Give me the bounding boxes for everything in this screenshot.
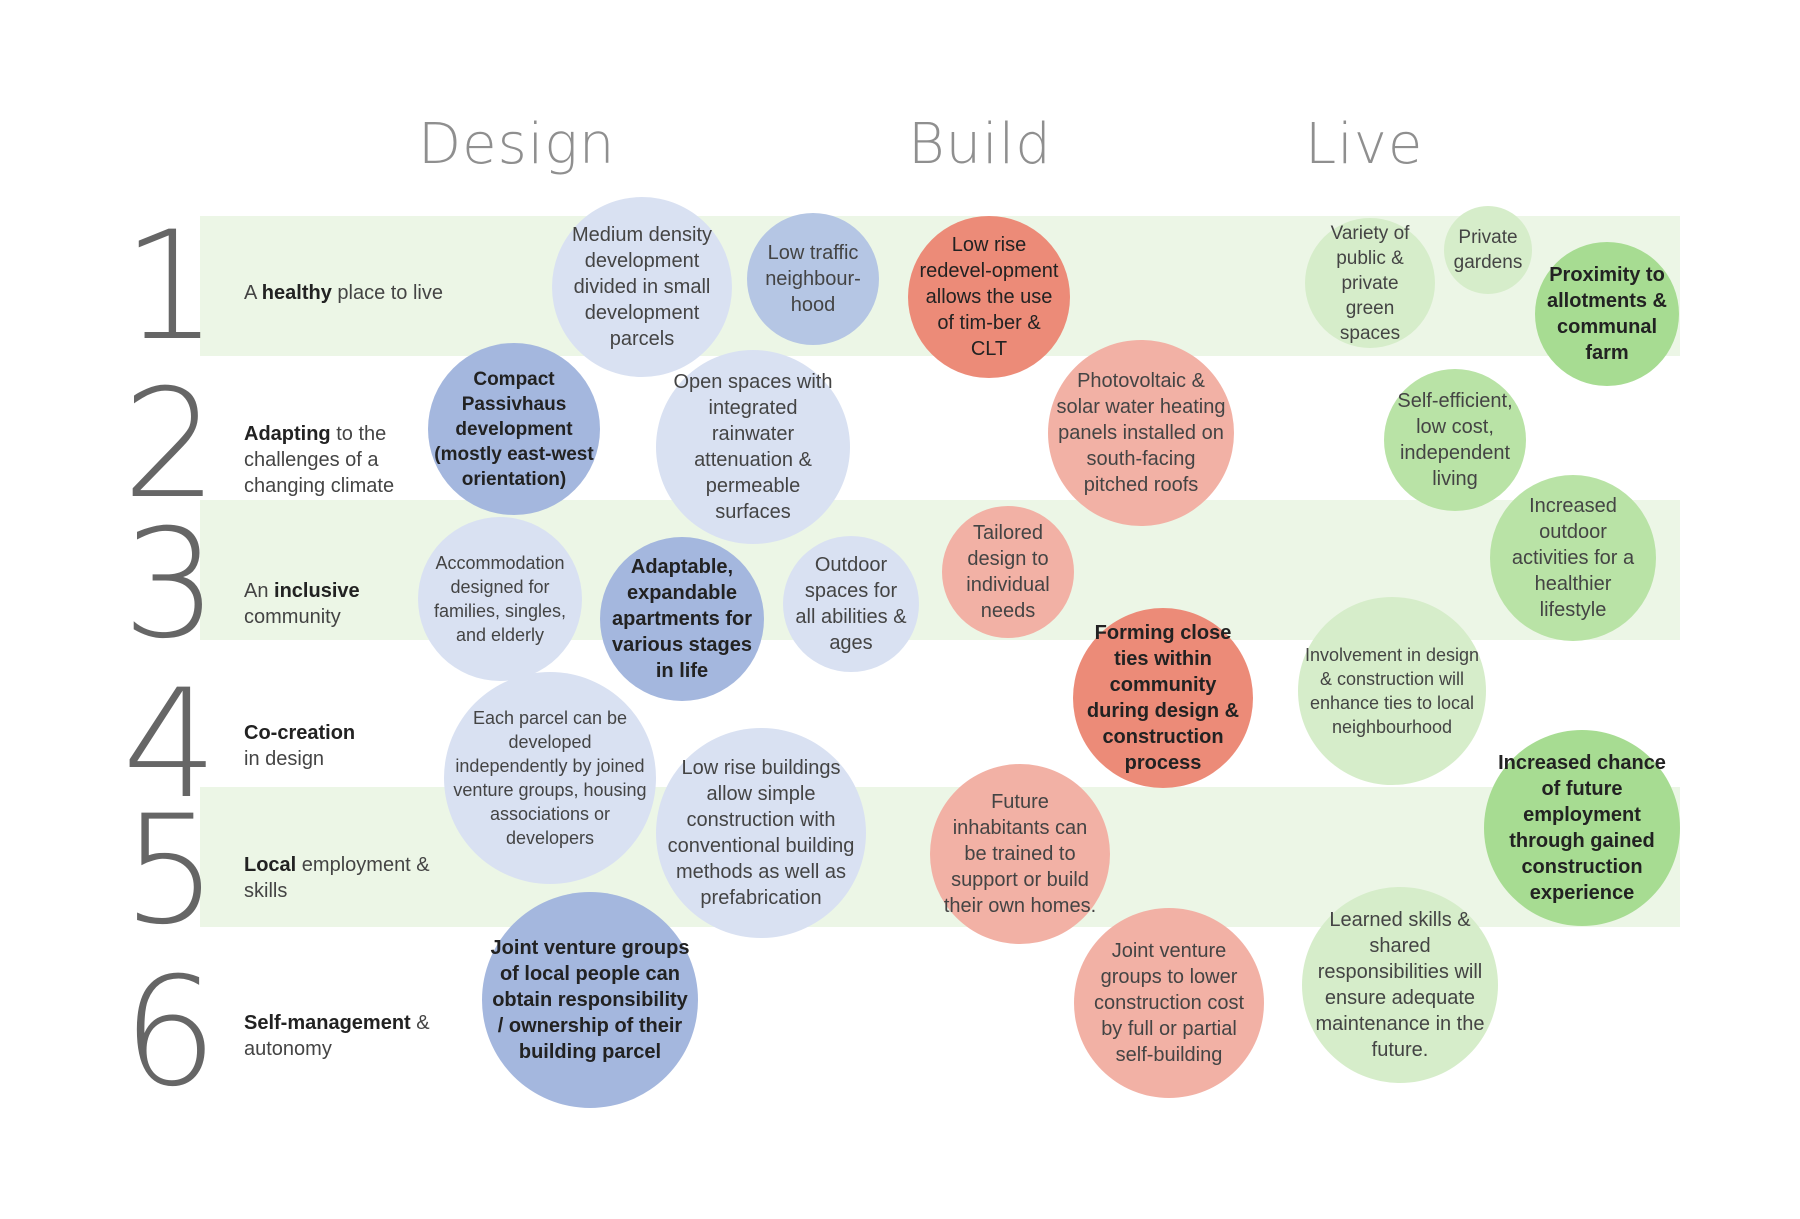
bubble-outdoor-spaces: Outdoor spaces for all abilities & ages: [783, 536, 919, 672]
theme-pre: An: [244, 580, 275, 602]
bubble-text: Compact Passivhaus development (mostly e…: [434, 368, 594, 490]
theme-bold: Co-creation: [244, 722, 356, 744]
row-number-5: 5: [122, 784, 218, 958]
bubble-text: Photovoltaic & solar water heating panel…: [1056, 370, 1226, 496]
bubble-text: Open spaces with integrated rainwater at…: [673, 371, 833, 523]
bubble-text: Involvement in design & construction wil…: [1304, 645, 1480, 737]
bubble-compact-passivhaus: Compact Passivhaus development (mostly e…: [428, 343, 600, 515]
bubble-text: Increased outdoor activities for a healt…: [1511, 495, 1635, 621]
bubble-future-inhabitants: Future inhabitants can be trained to sup…: [930, 764, 1110, 944]
bubble-text: Outdoor spaces for all abilities & ages: [795, 554, 907, 654]
bubble-tailored-design: Tailored design to individual needs: [942, 506, 1074, 638]
bubble-involvement: Involvement in design & construction wil…: [1298, 597, 1486, 785]
bubble-forming-ties: Forming close ties within community duri…: [1073, 608, 1253, 788]
row-theme-1: A healthy place to live: [244, 280, 444, 306]
bubble-text: Private gardens: [1453, 227, 1523, 273]
theme-post: place to live: [331, 282, 443, 304]
row-theme-2: Adapting to the challenges of a changing…: [244, 421, 444, 499]
bubble-text: Learned skills & shared responsibilities…: [1315, 909, 1485, 1061]
row-theme-4: Co-creation in design: [244, 720, 374, 772]
bubble-photovoltaic: Photovoltaic & solar water heating panel…: [1048, 340, 1234, 526]
bubble-low-traffic: Low traffic neighbour-hood: [747, 213, 879, 345]
row-number-1: 1: [122, 200, 218, 374]
theme-post: & autonomy: [244, 1012, 430, 1060]
bubble-text: Variety of public & private green spaces: [1330, 222, 1410, 344]
theme-pre: A: [244, 282, 262, 304]
theme-post: employment & skills: [244, 854, 430, 902]
theme-bold: healthy: [261, 282, 332, 304]
theme-bold: Adapting: [244, 423, 331, 445]
bubble-text: Low rise redevel-opment allows the use o…: [919, 234, 1059, 360]
column-heading-design: Design: [418, 112, 616, 177]
bubble-text: Joint venture groups to lower constructi…: [1093, 940, 1245, 1066]
bubble-text: Future inhabitants can be trained to sup…: [943, 791, 1097, 917]
bubble-text: Self-efficient, low cost, independent li…: [1397, 390, 1513, 490]
row-number-3: 3: [122, 498, 218, 672]
bubble-text: Joint venture groups of local people can…: [490, 937, 690, 1063]
bubble-accommodation: Accommodation designed for families, sin…: [418, 517, 582, 681]
bubble-joint-venture-cost: Joint venture groups to lower constructi…: [1074, 908, 1264, 1098]
bubble-each-parcel: Each parcel can be developed independent…: [444, 672, 656, 884]
bubble-medium-density: Medium density development divided in sm…: [552, 197, 732, 377]
bubble-text: Increased chance of future employment th…: [1498, 752, 1666, 904]
bubble-text: Adaptable, expandable apartments for var…: [611, 556, 753, 682]
row-theme-3: An inclusive community: [244, 578, 384, 630]
theme-post: to the challenges of a changing climate: [244, 423, 395, 497]
bubble-text: Proximity to allotments & communal farm: [1546, 264, 1668, 364]
bubble-increased-outdoor: Increased outdoor activities for a healt…: [1490, 475, 1656, 641]
row-number-6: 6: [122, 946, 218, 1120]
bubble-learned-skills: Learned skills & shared responsibilities…: [1302, 887, 1498, 1083]
theme-post: in design: [244, 748, 325, 770]
bubble-private-gardens: Private gardens: [1444, 206, 1532, 294]
bubble-increased-employment: Increased chance of future employment th…: [1484, 730, 1680, 926]
bubble-low-rise-buildings: Low rise buildings allow simple construc…: [656, 728, 866, 938]
row-number-4: 4: [122, 658, 218, 832]
bubble-adaptable-apartments: Adaptable, expandable apartments for var…: [600, 537, 764, 701]
theme-bold: Self-management: [244, 1012, 411, 1034]
bubble-proximity-allotments: Proximity to allotments & communal farm: [1535, 242, 1679, 386]
bubble-text: Tailored design to individual needs: [966, 522, 1050, 622]
bubble-low-rise-timber: Low rise redevel-opment allows the use o…: [908, 216, 1070, 378]
column-heading-build: Build: [908, 112, 1052, 177]
theme-post: community: [244, 606, 341, 628]
bubble-text: Forming close ties within community duri…: [1086, 622, 1240, 774]
theme-bold: inclusive: [274, 580, 360, 602]
row-number-2: 2: [122, 358, 218, 532]
column-heading-live: Live: [1305, 112, 1424, 177]
row-theme-6: Self-management & autonomy: [244, 1010, 434, 1062]
bubble-text: Low rise buildings allow simple construc…: [667, 757, 855, 909]
bubble-joint-venture-ownership: Joint venture groups of local people can…: [482, 892, 698, 1108]
bubble-text: Each parcel can be developed independent…: [453, 708, 647, 848]
bubble-text: Medium density development divided in sm…: [571, 224, 713, 350]
bubble-text: Low traffic neighbour-hood: [765, 242, 861, 316]
row-theme-5: Local employment & skills: [244, 852, 444, 904]
theme-bold: Local: [244, 854, 297, 876]
bubble-text: Accommodation designed for families, sin…: [433, 553, 567, 645]
bubble-open-spaces: Open spaces with integrated rainwater at…: [656, 350, 850, 544]
bubble-self-efficient: Self-efficient, low cost, independent li…: [1384, 369, 1526, 511]
bubble-variety-green: Variety of public & private green spaces: [1305, 218, 1435, 348]
